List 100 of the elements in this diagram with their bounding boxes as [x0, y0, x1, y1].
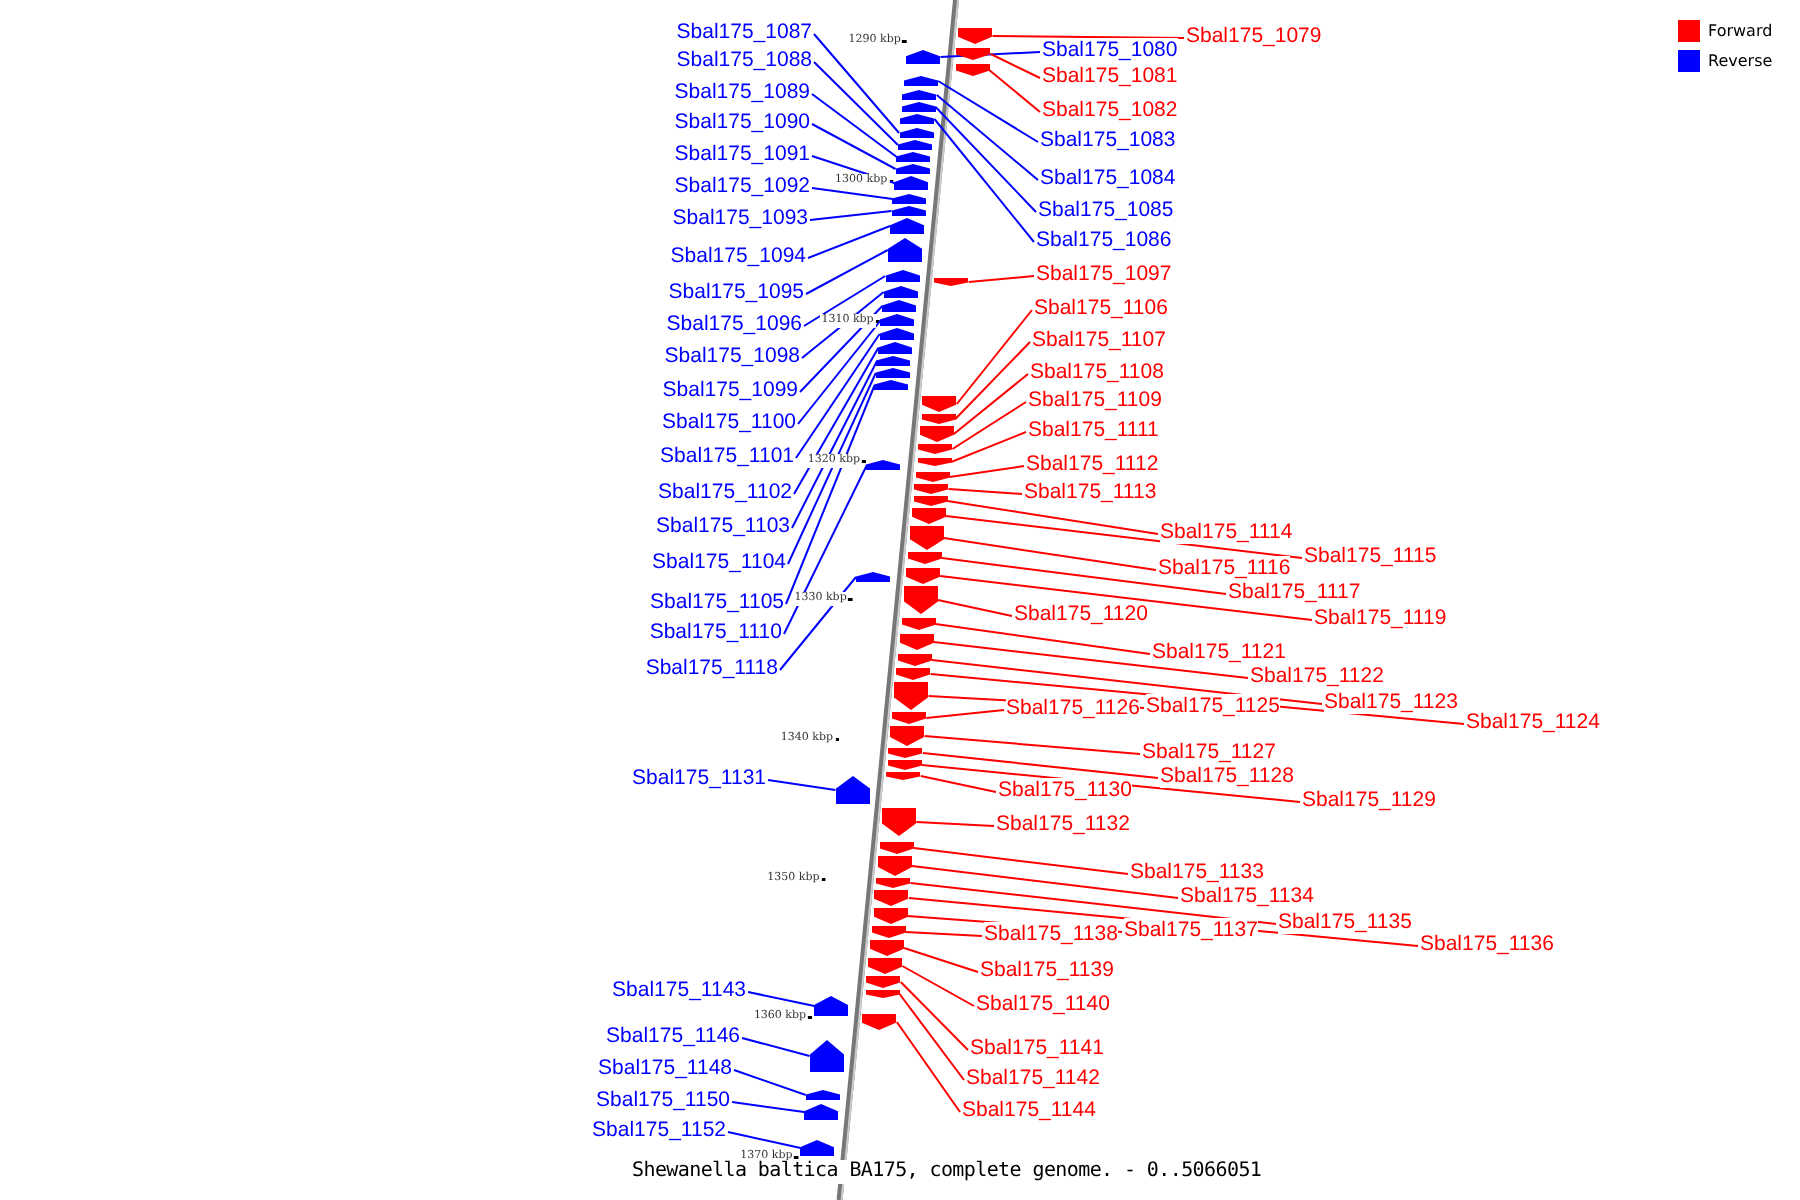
- caption: Shewanella baltica BA175, complete genome. - 0..5066051: [632, 1160, 1262, 1184]
- leader-line: [805, 249, 889, 295]
- gene-label: Sbal175_1086: [1036, 228, 1172, 252]
- leader-line: [731, 1101, 806, 1113]
- gene-label: Sbal175_1118: [645, 656, 778, 680]
- gene-label: Sbal175_1089: [674, 80, 810, 104]
- leader-line: [813, 61, 899, 146]
- gene-label: Sbal175_1103: [656, 514, 790, 538]
- gene-marker: [871, 926, 906, 938]
- gene-marker: [902, 90, 937, 100]
- gene-label: Sbal175_1125: [1146, 694, 1280, 718]
- gene-marker: [904, 76, 939, 86]
- leader-line: [727, 1131, 802, 1149]
- leader-line: [991, 35, 1185, 39]
- gene-label: Sbal175_1104: [652, 550, 786, 574]
- gene-marker: [901, 102, 936, 112]
- gene-label: Sbal175_1128: [1160, 764, 1294, 788]
- gene-marker: [897, 654, 932, 666]
- leader-line: [741, 1037, 811, 1057]
- gene-label: Sbal175_1114: [1160, 520, 1293, 544]
- leader-line: [795, 333, 881, 459]
- gene-marker: [879, 328, 914, 340]
- gene-label: Sbal175_1088: [676, 48, 812, 72]
- gene-label: Sbal175_1094: [670, 244, 806, 268]
- gene-marker: [913, 496, 948, 506]
- gene-label: Sbal175_1134: [1180, 884, 1314, 908]
- leader-line: [898, 993, 965, 1081]
- gene-marker: [874, 890, 909, 906]
- gene-label: Sbal175_1087: [676, 20, 812, 44]
- leader-line: [901, 965, 975, 1007]
- leader-line: [921, 752, 1159, 779]
- gene-label: Sbal175_1135: [1278, 910, 1412, 934]
- leader-line: [939, 575, 1313, 621]
- gene-marker: [879, 842, 914, 854]
- gene-label: Sbal175_1143: [612, 978, 746, 1002]
- gene-label: Sbal175_1148: [598, 1056, 732, 1080]
- gene-label: Sbal175_1129: [1302, 788, 1436, 812]
- gene-label: Sbal175_1124: [1466, 710, 1600, 734]
- gene-marker: [856, 572, 890, 582]
- legend-label: Forward: [1708, 20, 1773, 42]
- leader-line: [797, 319, 882, 425]
- gene-marker: [891, 206, 926, 216]
- gene-label: Sbal175_1101: [660, 444, 794, 468]
- leader-line: [967, 275, 1035, 283]
- leader-line: [919, 775, 997, 793]
- leader-line: [955, 309, 1033, 405]
- gene-marker: [956, 48, 991, 60]
- gene-marker: [880, 314, 915, 326]
- leader-line: [747, 991, 816, 1007]
- gene-label: Sbal175_1093: [672, 206, 808, 230]
- gene-marker: [882, 808, 917, 836]
- gene-marker: [919, 426, 954, 442]
- gene-label: Sbal175_1144: [962, 1098, 1096, 1122]
- gene-label: Sbal175_1111: [1028, 418, 1159, 442]
- gene-marker: [870, 940, 905, 956]
- gene-marker: [866, 976, 901, 988]
- gene-marker: [885, 270, 920, 282]
- gene-label: Sbal175_1083: [1040, 128, 1176, 152]
- leader-line: [899, 981, 969, 1051]
- gene-label: Sbal175_1131: [632, 766, 766, 790]
- gene-marker: [899, 634, 934, 650]
- leader-line: [989, 53, 1041, 79]
- leader-line: [931, 659, 1323, 705]
- leader-line: [951, 401, 1027, 450]
- leader-line: [934, 106, 1037, 213]
- leader-line: [904, 931, 983, 937]
- leader-line: [950, 431, 1027, 463]
- gene-marker: [866, 460, 901, 470]
- gene-label: Sbal175_1098: [664, 344, 800, 368]
- leader-line: [803, 275, 887, 327]
- gene-marker: [894, 176, 929, 190]
- gene-marker: [915, 472, 950, 482]
- gene-label: Sbal175_1085: [1038, 198, 1174, 222]
- gene-label: Sbal175_1120: [1014, 602, 1148, 626]
- gene-label: Sbal175_1097: [1036, 262, 1172, 286]
- leader-line: [813, 33, 901, 134]
- gene-marker: [914, 484, 949, 494]
- gene-marker: [800, 1140, 835, 1156]
- gene-label: Sbal175_1108: [1030, 360, 1164, 384]
- gene-label: Sbal175_1106: [1034, 296, 1168, 320]
- gene-label: Sbal175_1140: [976, 992, 1110, 1016]
- gene-marker: [911, 508, 946, 524]
- leader-line: [952, 373, 1029, 435]
- leader-line: [933, 118, 1035, 243]
- gene-label: Sbal175_1080: [1042, 38, 1178, 62]
- leader-line: [954, 341, 1031, 420]
- gene-marker: [809, 1040, 844, 1072]
- gene-label: Sbal175_1139: [980, 958, 1114, 982]
- gene-marker: [887, 238, 922, 262]
- leader-line: [779, 576, 858, 671]
- gene-label: Sbal175_1115: [1304, 544, 1437, 568]
- gene-marker: [862, 1014, 897, 1030]
- leader-line: [923, 735, 1141, 755]
- gene-marker: [934, 278, 969, 286]
- gene-label: Sbal175_1136: [1420, 932, 1554, 956]
- gene-marker: [897, 140, 932, 150]
- gene-marker: [922, 396, 957, 412]
- gene-label: Sbal175_1082: [1042, 98, 1178, 122]
- leader-line: [811, 187, 894, 200]
- leader-line: [944, 515, 1303, 559]
